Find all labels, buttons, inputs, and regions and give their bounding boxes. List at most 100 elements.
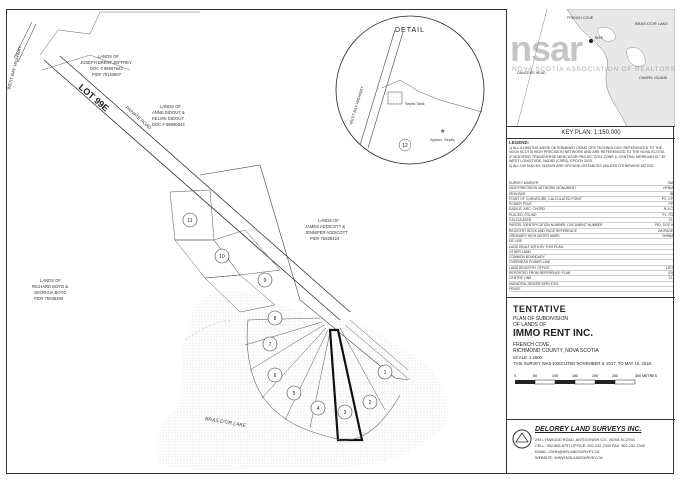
legend-row-symbol: R,A,C <box>663 207 673 212</box>
legend-row-label: PLACED, FOUND <box>509 212 537 217</box>
surveyor-phone: CELL: 902-863-8797 OFFICE: 902-232-2340 … <box>535 444 645 448</box>
owner-label-boyd: LANDS OF RICHARD BOYD & GEORGIA BOYD PID… <box>32 278 68 301</box>
county-name: RICHMOND COUNTY, NOVA SCOTIA <box>513 348 599 354</box>
owner-label-addicott: LANDS OF JAMES ADDICOTT & JENNIFER ADDIC… <box>305 218 348 241</box>
lot-7: 7 <box>262 336 278 352</box>
lot-2: 2 <box>362 394 378 410</box>
legend-row-label: CALCULATED <box>509 218 532 223</box>
survey-dates: THIS SURVEY WAS EXECUTED NOVEMBER 8, 201… <box>513 361 653 366</box>
legend-row-label: REPORTED FROM REFERENCE PLAN <box>509 271 571 276</box>
svg-text:BRAS D'OR LAKE: BRAS D'OR LAKE <box>635 21 668 26</box>
svg-text:★: ★ <box>440 128 445 135</box>
legend-row-symbol: BK/PAGE <box>658 228 673 233</box>
svg-text:6: 6 <box>274 373 277 379</box>
legend-row-label: OVERHEAD POWER LINE <box>509 260 551 265</box>
scale-label: SCALE: 1:2500 <box>513 355 542 360</box>
title-block: TENTATIVE PLAN OF SUBDIVISION OF LANDS O… <box>507 297 675 419</box>
svg-text:12: 12 <box>402 143 408 149</box>
surveyor-email: EMAIL: JOHN@NSLANDSURVEY.CA <box>535 450 600 454</box>
legend-row-symbol: SM <box>667 181 673 185</box>
legend-row: LAND DEALT WITH BY THIS PLAN <box>509 245 673 250</box>
svg-text:2: 2 <box>369 400 372 406</box>
lot-5: 5 <box>286 385 302 401</box>
svg-text:300 METRES: 300 METRES <box>635 374 658 378</box>
legend-row: OVERHEAD POWER LINE <box>509 260 673 266</box>
lake-shading <box>155 291 449 470</box>
legend-row-label: FENCE <box>509 286 521 291</box>
road-sub-label: PRIVATE ROAD <box>124 105 153 131</box>
svg-text:GEORGIA BOYD: GEORGIA BOYD <box>34 290 66 295</box>
lot-11: 11 <box>182 212 198 228</box>
svg-text:JOSEPH BRENT JEFFREY: JOSEPH BRENT JEFFREY <box>80 60 132 65</box>
owner-label-jeffrey: LANDS OF JOSEPH BRENT JEFFREY DOC # 9556… <box>80 54 132 77</box>
svg-text:SITE: SITE <box>595 36 604 40</box>
legend-row-label: HIGH PRECISION NETWORK MONUMENT <box>509 186 577 191</box>
legend-row-symbol: (R) <box>668 271 673 276</box>
sheet-border <box>6 9 674 474</box>
key-plan-map: FRENCH COVE BRAS D'OR LAKE SITE DANCERS … <box>507 9 675 127</box>
owner-name: IMMO RENT INC. <box>513 328 593 339</box>
svg-text:DOC # 86690043: DOC # 86690043 <box>152 122 185 127</box>
legend-row-symbol: PID, DOC # <box>655 223 673 228</box>
legend-row: CENTRE LINE CL <box>509 276 673 282</box>
svg-text:200: 200 <box>592 374 598 378</box>
legend-row-label: REGISTRY BOOK AND PAGE REFERENCE <box>509 228 577 233</box>
legend-row-label: CENTRE LINE <box>509 276 532 281</box>
svg-text:150: 150 <box>572 374 578 378</box>
surveyor-logo-icon <box>512 429 532 449</box>
legend-header: LEGEND: <box>509 140 530 145</box>
svg-text:11: 11 <box>187 218 192 224</box>
svg-text:250: 250 <box>612 374 618 378</box>
legend-row-label: ORDINARY HIGH WATER MARK <box>509 233 560 238</box>
svg-text:1: 1 <box>384 370 387 376</box>
svg-text:JAMES ADDICOTT &: JAMES ADDICOTT & <box>305 224 345 229</box>
legend-row: MUNICIPAL SEWER SERVICES <box>509 282 673 287</box>
title-column: FRENCH COVE BRAS D'OR LAKE SITE DANCERS … <box>506 9 675 474</box>
svg-text:LANDS OF: LANDS OF <box>160 104 181 109</box>
lot-3-highlight <box>328 328 364 442</box>
legend-row: PARCEL IDENTIFICATION NUMBER, DOCUMENT N… <box>509 223 673 229</box>
surveyor-name: DELOREY LAND SURVEYS INC. <box>535 426 642 433</box>
plan-title-line2: OF LANDS OF <box>513 322 547 328</box>
legend-row-label: POWER POLE <box>509 202 532 207</box>
legend-row: RADIUS, ARC, CHORD R,A,C <box>509 207 673 213</box>
legend-row-label: SURVEY MARKER <box>509 181 539 185</box>
legend-row-symbol: LRO <box>666 265 673 270</box>
legend-row: CALCULATED CL <box>509 218 673 224</box>
svg-text:PID# 75038424: PID# 75038424 <box>310 236 340 241</box>
tentative-label: TENTATIVE <box>513 304 567 314</box>
legend-row-label: LAND DEALT WITH BY THIS PLAN <box>509 244 564 249</box>
lot-10: 10 <box>214 248 230 264</box>
legend-row-label: RADIUS, ARC, CHORD <box>509 207 545 212</box>
surveyor-website: WEBSITE: WWW.NSLANDSURVEY.CA <box>535 456 603 460</box>
svg-text:8: 8 <box>274 316 277 322</box>
legend-row-symbol: HPNM <box>663 186 673 191</box>
lot-1: 1 <box>377 364 393 380</box>
legend-row: OTHER LAND <box>509 250 673 256</box>
realtor-logo-watermark: nsar <box>510 28 583 69</box>
svg-text:LANDS OF: LANDS OF <box>318 218 339 223</box>
legend-row: REPORTED FROM REFERENCE PLAN (R) <box>509 271 673 277</box>
legend-note: NOVA SCOTIA HIGH PRECISION NETWORK AND A… <box>509 150 665 155</box>
legend-row-symbol: OHWM <box>661 233 673 238</box>
legend-note: 2) ALL DISTANCES SHOWN ARE GROUND DISTAN… <box>509 163 655 168</box>
plan-title-line1: PLAN OF SUBDIVISION <box>513 316 569 322</box>
owner-label-didout: LANDS OF ANNE DIDOUT & KELVIN DIDOUT DOC… <box>152 104 185 127</box>
legend-row-symbol: PC, CP <box>661 196 673 201</box>
svg-text:PID# 75153807: PID# 75153807 <box>92 72 122 77</box>
lot-4: 4 <box>310 400 326 416</box>
svg-text:PID# 75036392: PID# 75036392 <box>34 296 64 301</box>
svg-text:JENNIFER ADDICOTT: JENNIFER ADDICOTT <box>305 230 348 235</box>
legend-row-symbol: CL <box>668 218 673 223</box>
lot-6: 6 <box>267 367 283 383</box>
place-name: FRENCH COVE, <box>513 342 551 348</box>
key-plan-caption: KEY PLAN: 1:150,000 <box>507 127 675 139</box>
legend-row-symbol: CL <box>668 276 673 281</box>
lot-numbers: 11 10 9 8 7 6 5 4 3 2 1 <box>182 212 393 420</box>
svg-text:ANNE DIDOUT &: ANNE DIDOUT & <box>152 110 185 115</box>
svg-text:0: 0 <box>514 374 516 378</box>
